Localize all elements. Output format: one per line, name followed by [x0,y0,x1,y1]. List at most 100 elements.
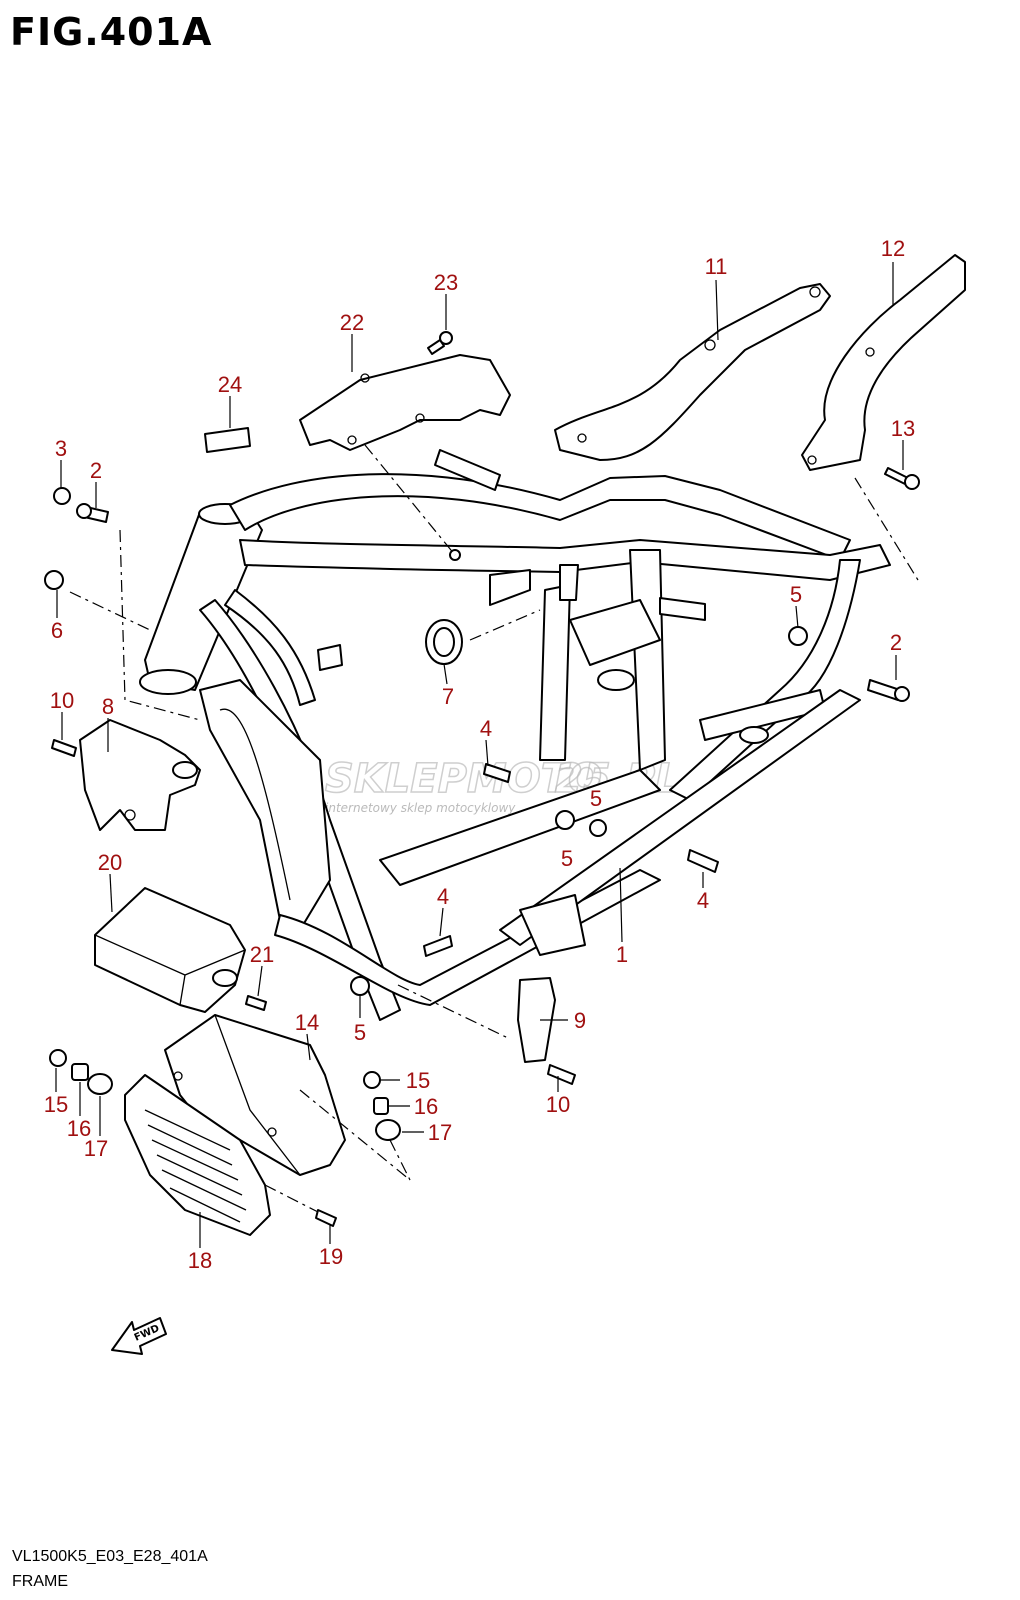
grommet-17-right [375,1119,401,1141]
callout-14: 14 [295,1010,319,1035]
frame-pivot-bracket [569,599,661,666]
cover-18-slot-3 [151,1139,239,1181]
bolt-10-lower [547,1064,576,1085]
leader-5a [795,605,799,629]
callout-17-left: 17 [84,1136,108,1161]
rail-12-hole-b [865,347,875,357]
bracket-22-hole-a [360,373,370,383]
callout-7: 7 [442,684,454,709]
dash-bracket-9 [397,984,509,1039]
bracket-8-hole [124,809,136,821]
cover-14-hole-a [173,1071,183,1081]
rail-12-hole-a [807,455,817,465]
rail-11-hole-b [809,286,821,298]
dash-bolt-19 [264,1184,319,1213]
callout-3: 3 [55,436,67,461]
leader-4a [485,739,489,767]
frame-center-post [539,584,571,761]
nut-5-center [555,810,575,830]
frame-plate-bracket [559,564,579,601]
watermark-brand-a: SKLEPMOTO [325,756,602,802]
dash-plug-7 [469,609,541,641]
dash-bracket-22 [364,444,456,556]
plug-inner [433,627,455,657]
figure-name: FRAME [12,1573,68,1590]
frame-front-gusset [224,589,316,706]
battery-box-20 [94,887,246,1013]
frame-panel-edge [219,708,291,901]
bolt-2-right-head [894,686,910,702]
frame-head-bottom [139,669,197,695]
callout-4-lower: 4 [437,884,449,909]
frame-front-downtube-left [199,599,401,1021]
leader-7 [443,663,448,685]
frame-tab-c [659,597,706,621]
bolt-13 [884,467,920,490]
box-20-terminal [212,969,238,987]
frame-lower-backbone [239,539,891,581]
cushion-pad-24 [204,427,251,453]
figure-code: VL1500K5_E03_E28_401A [12,1548,208,1565]
callout-15-right: 15 [406,1068,430,1093]
cover-18-slot-5 [161,1169,247,1211]
leader-14 [306,1033,311,1061]
collar-16-left [71,1063,89,1081]
callout-2-right: 2 [890,630,902,655]
grommet-6 [44,570,64,590]
cover-18-slot-6 [169,1187,241,1223]
frame-side-panel [199,679,331,931]
bracket-22-hole-c [347,435,357,445]
callout-2-left: 2 [90,458,102,483]
callout-5-upper: 5 [790,582,802,607]
callout-17-right: 17 [428,1120,452,1145]
dash-cover-14-b [389,1139,411,1181]
forward-direction-arrow: FWD [111,1317,167,1355]
cover-14-hole-b [267,1127,277,1137]
nut-5-right [589,819,607,837]
nut-5-upper [788,626,808,646]
cover-18-slot-4 [156,1154,243,1196]
callout-21: 21 [250,942,274,967]
main-frame [139,449,891,1021]
figure-title: FIG.401A [10,10,213,54]
callout-8: 8 [102,694,114,719]
bolt-4-center [483,763,511,783]
rail-11-hole-c [577,433,587,443]
frame-rear-loop [669,559,861,801]
bolt-4-right [687,849,719,873]
dash-bolt-2-left [119,529,201,721]
frame-pivot-boss [597,669,635,691]
bracket-22-body [299,354,511,451]
frame-cross-rail [379,769,661,886]
frame-rear-boss [739,726,769,744]
rail-12-body [801,254,966,471]
frame-tab-a [317,644,343,671]
washer-15-right [363,1071,381,1089]
frame-rear-post [629,549,666,771]
bracket-22-hole-b [415,413,425,423]
callout-5-center: 5 [561,846,573,871]
grille-cover-18 [124,1074,271,1236]
callout-1: 1 [616,942,628,967]
bracket-9 [517,977,556,1063]
frame-plug-7 [425,619,463,665]
watermark-tagline: internetowy sklep motocyklowy [325,801,516,815]
bolt-10-left [51,739,77,757]
callout-22: 22 [340,310,364,335]
cover-14-crease [214,1014,301,1176]
callout-13: 13 [891,416,915,441]
seat-rail-11 [554,283,831,461]
nut-5-lower [350,976,370,996]
watermark: SKLEPMOTO 25.PL internetowy sklep motocy… [324,755,681,815]
bolt-4-lower [423,935,453,957]
bolt-23-head [439,331,453,345]
callout-5-right: 5 [590,786,602,811]
callout-5-lower: 5 [354,1020,366,1045]
dash-cover-14-a [299,1089,411,1181]
callout-6: 6 [51,618,63,643]
callout-labels: 1 2 2 3 4 4 4 5 5 5 5 6 7 8 9 10 10 11 1… [44,236,915,1273]
callout-18: 18 [188,1248,212,1273]
washer-15-left [49,1049,67,1067]
callout-4-center: 4 [480,716,492,741]
